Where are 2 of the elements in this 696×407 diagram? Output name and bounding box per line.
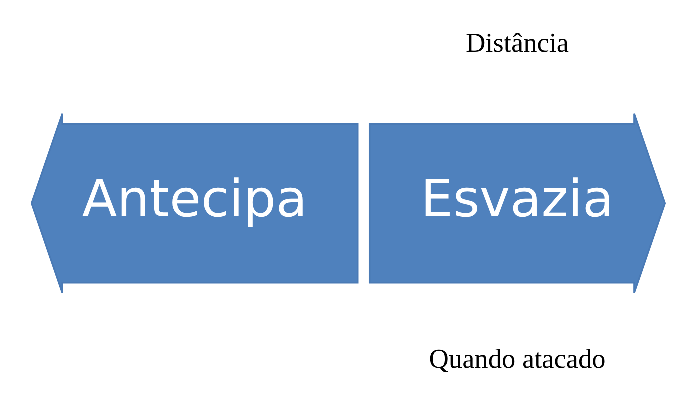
label: Distância [465, 28, 569, 58]
label: Quando atacado [428, 344, 606, 374]
